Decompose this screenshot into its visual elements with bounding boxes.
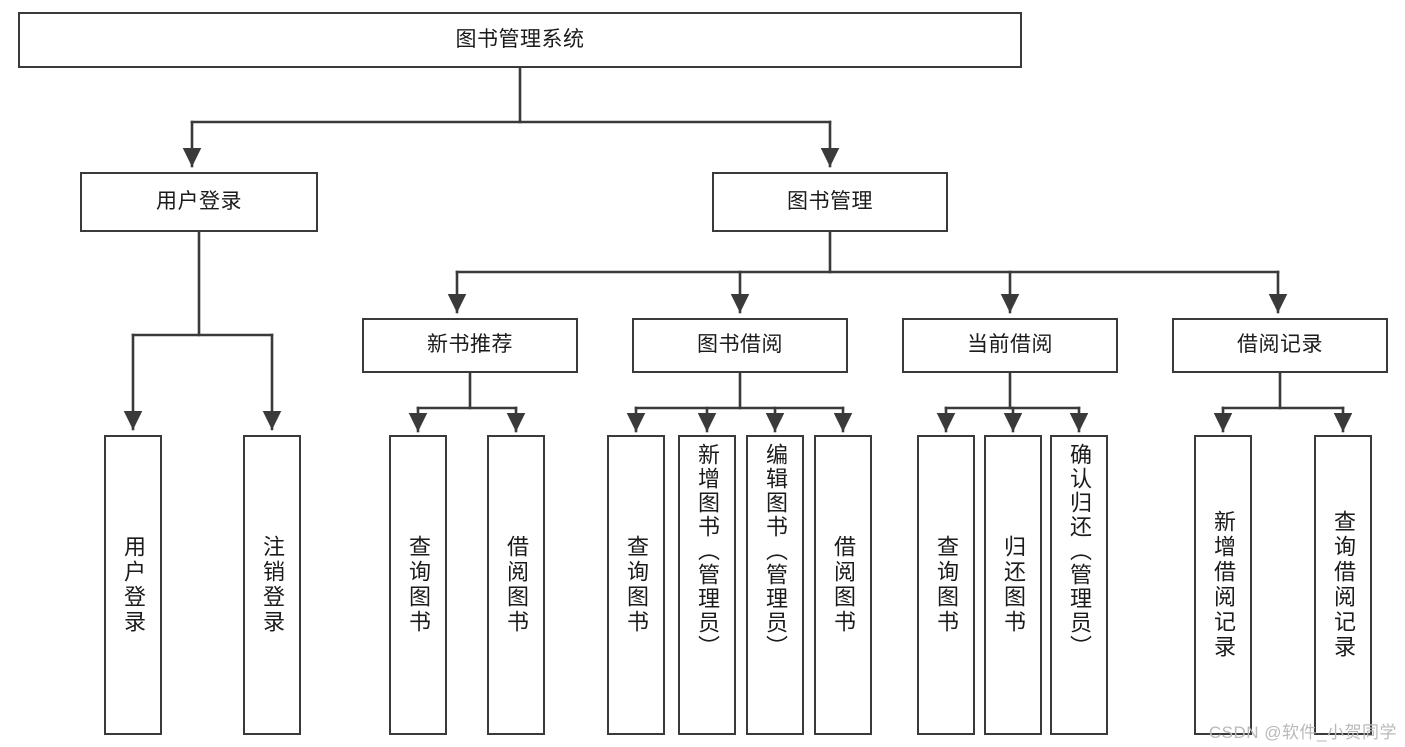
node-label: 借阅图书: [831, 535, 856, 635]
node-label: 注销登录: [260, 535, 285, 635]
node-book-borrow[interactable]: 图书借阅: [632, 318, 848, 373]
leaf-recommend-borrow-book[interactable]: 借阅图书: [487, 435, 545, 735]
node-label: 查询图书: [624, 535, 649, 635]
node-current-borrow[interactable]: 当前借阅: [902, 318, 1118, 373]
node-borrow-record[interactable]: 借阅记录: [1172, 318, 1388, 373]
leaf-current-confirm-return-admin[interactable]: 确认归还（管理员）: [1050, 435, 1108, 735]
csdn-watermark: CSDN @软件_小贺同学: [1208, 723, 1397, 742]
node-label: 归还图书: [1001, 535, 1026, 635]
node-label: 用户登录: [156, 189, 242, 213]
node-label: 新增图书（管理员）: [695, 443, 720, 659]
leaf-current-query-book[interactable]: 查询图书: [917, 435, 975, 735]
node-label: 图书管理: [787, 189, 873, 213]
node-label: 新增借阅记录: [1211, 510, 1236, 660]
node-label: 当前借阅: [967, 333, 1053, 357]
node-book-management[interactable]: 图书管理: [712, 172, 948, 232]
leaf-current-return-book[interactable]: 归还图书: [984, 435, 1042, 735]
leaf-user-login-signout[interactable]: 注销登录: [243, 435, 301, 735]
node-label: 图书借阅: [697, 333, 783, 357]
leaf-borrow-edit-book-admin[interactable]: 编辑图书（管理员）: [746, 435, 804, 735]
node-root-system[interactable]: 图书管理系统: [18, 12, 1022, 68]
node-label: 新书推荐: [427, 333, 513, 357]
node-label: 查询图书: [406, 535, 431, 635]
leaf-record-add-record[interactable]: 新增借阅记录: [1194, 435, 1252, 735]
leaf-borrow-add-book-admin[interactable]: 新增图书（管理员）: [678, 435, 736, 735]
node-label: 查询图书: [934, 535, 959, 635]
leaf-user-login-signin[interactable]: 用户登录: [104, 435, 162, 735]
node-label: 借阅记录: [1237, 333, 1323, 357]
node-user-login[interactable]: 用户登录: [80, 172, 318, 232]
leaf-record-query-record[interactable]: 查询借阅记录: [1314, 435, 1372, 735]
leaf-recommend-query-book[interactable]: 查询图书: [389, 435, 447, 735]
leaf-borrow-query-book[interactable]: 查询图书: [607, 435, 665, 735]
node-label: 查询借阅记录: [1331, 510, 1356, 660]
leaf-borrow-borrow-book[interactable]: 借阅图书: [814, 435, 872, 735]
node-label: 确认归还（管理员）: [1067, 443, 1092, 659]
node-label: 用户登录: [121, 535, 146, 635]
node-label: 图书管理系统: [455, 27, 585, 51]
node-label: 借阅图书: [504, 535, 529, 635]
node-new-book-recommend[interactable]: 新书推荐: [362, 318, 578, 373]
node-label: 编辑图书（管理员）: [763, 443, 788, 659]
